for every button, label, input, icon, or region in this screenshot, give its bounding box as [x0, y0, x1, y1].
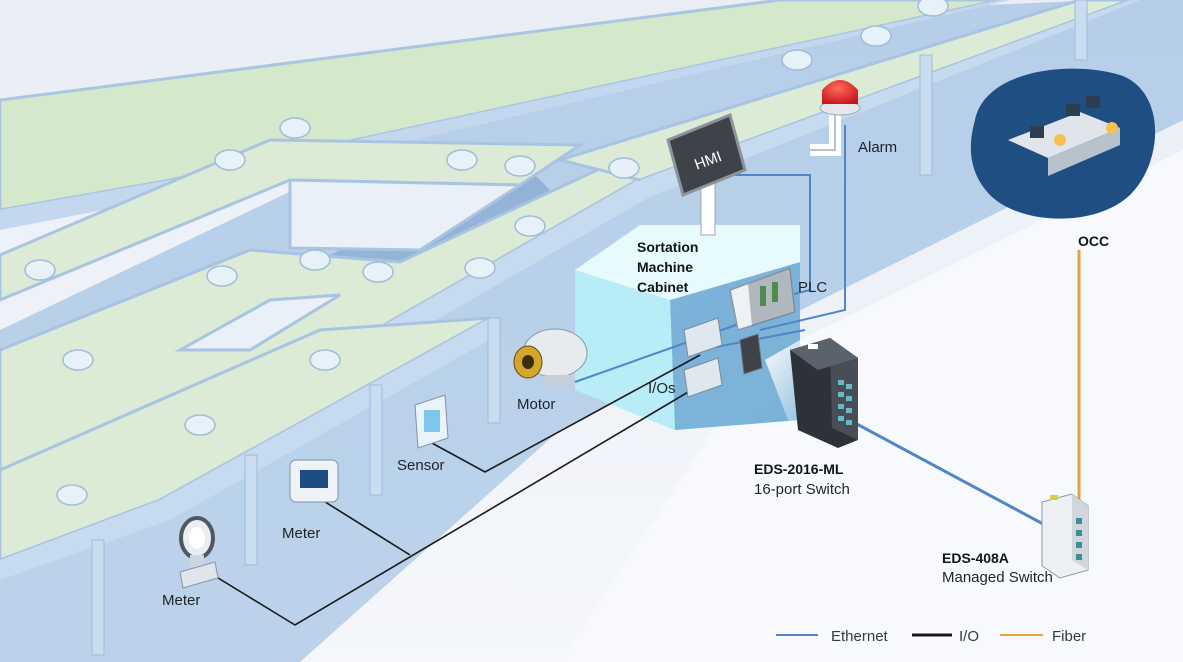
switch2-model: EDS-408A: [942, 550, 1009, 566]
ios-label: I/Os: [648, 380, 676, 397]
parcels: [24, 0, 949, 506]
plc-icon: [729, 266, 796, 331]
alarm-beacon-icon: [810, 80, 861, 156]
industrial-switch-icon: [790, 338, 858, 448]
sensor-label: Sensor: [397, 457, 445, 474]
legend-ethernet: Ethernet: [831, 628, 889, 645]
legend-fiber: Fiber: [1052, 628, 1086, 645]
motor-label: Motor: [517, 396, 555, 413]
legend-io: I/O: [959, 628, 979, 645]
occ-label: OCC: [1078, 233, 1109, 249]
managed-switch-icon: [1041, 493, 1089, 579]
switch1-desc: 16-port Switch: [754, 481, 850, 498]
panel-meter-icon: [289, 459, 339, 503]
plc-label: PLC: [798, 279, 827, 296]
conveyor-system: [0, 0, 1140, 656]
io-links: [204, 354, 701, 626]
flow-meter-icon: [179, 516, 219, 589]
right-floor: [560, 150, 1183, 662]
cabinet-label-line1: Sortation: [637, 239, 698, 255]
control-room-icon: [970, 68, 1156, 219]
cabinet-label-line3: Cabinet: [637, 279, 689, 295]
switch1-model: EDS-2016-ML: [754, 461, 844, 477]
switch2-desc: Managed Switch: [942, 569, 1053, 586]
motor-icon: [513, 328, 588, 385]
io-module-icon: [683, 317, 763, 398]
legend: Ethernet I/O Fiber: [776, 628, 1086, 645]
hmi-panel-icon: HMI: [666, 112, 747, 236]
sortation-cabinet: [575, 225, 800, 430]
alarm-label: Alarm: [858, 139, 897, 156]
meter-panel-label: Meter: [282, 525, 320, 542]
sensor-icon: [414, 394, 449, 449]
meter-flow-label: Meter: [162, 592, 200, 609]
cabinet-label-line2: Machine: [637, 259, 693, 275]
